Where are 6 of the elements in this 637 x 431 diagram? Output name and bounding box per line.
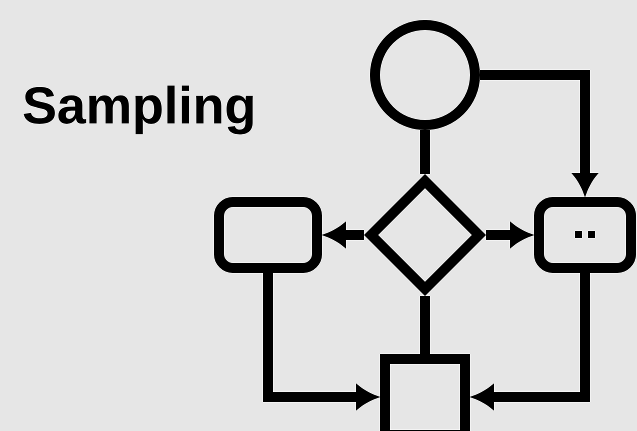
process-box [380,354,470,431]
process-box [214,197,322,273]
connector-line [420,296,430,354]
connector-line [420,130,430,174]
heading-label: Sampling [24,86,253,134]
process-box [534,197,636,273]
